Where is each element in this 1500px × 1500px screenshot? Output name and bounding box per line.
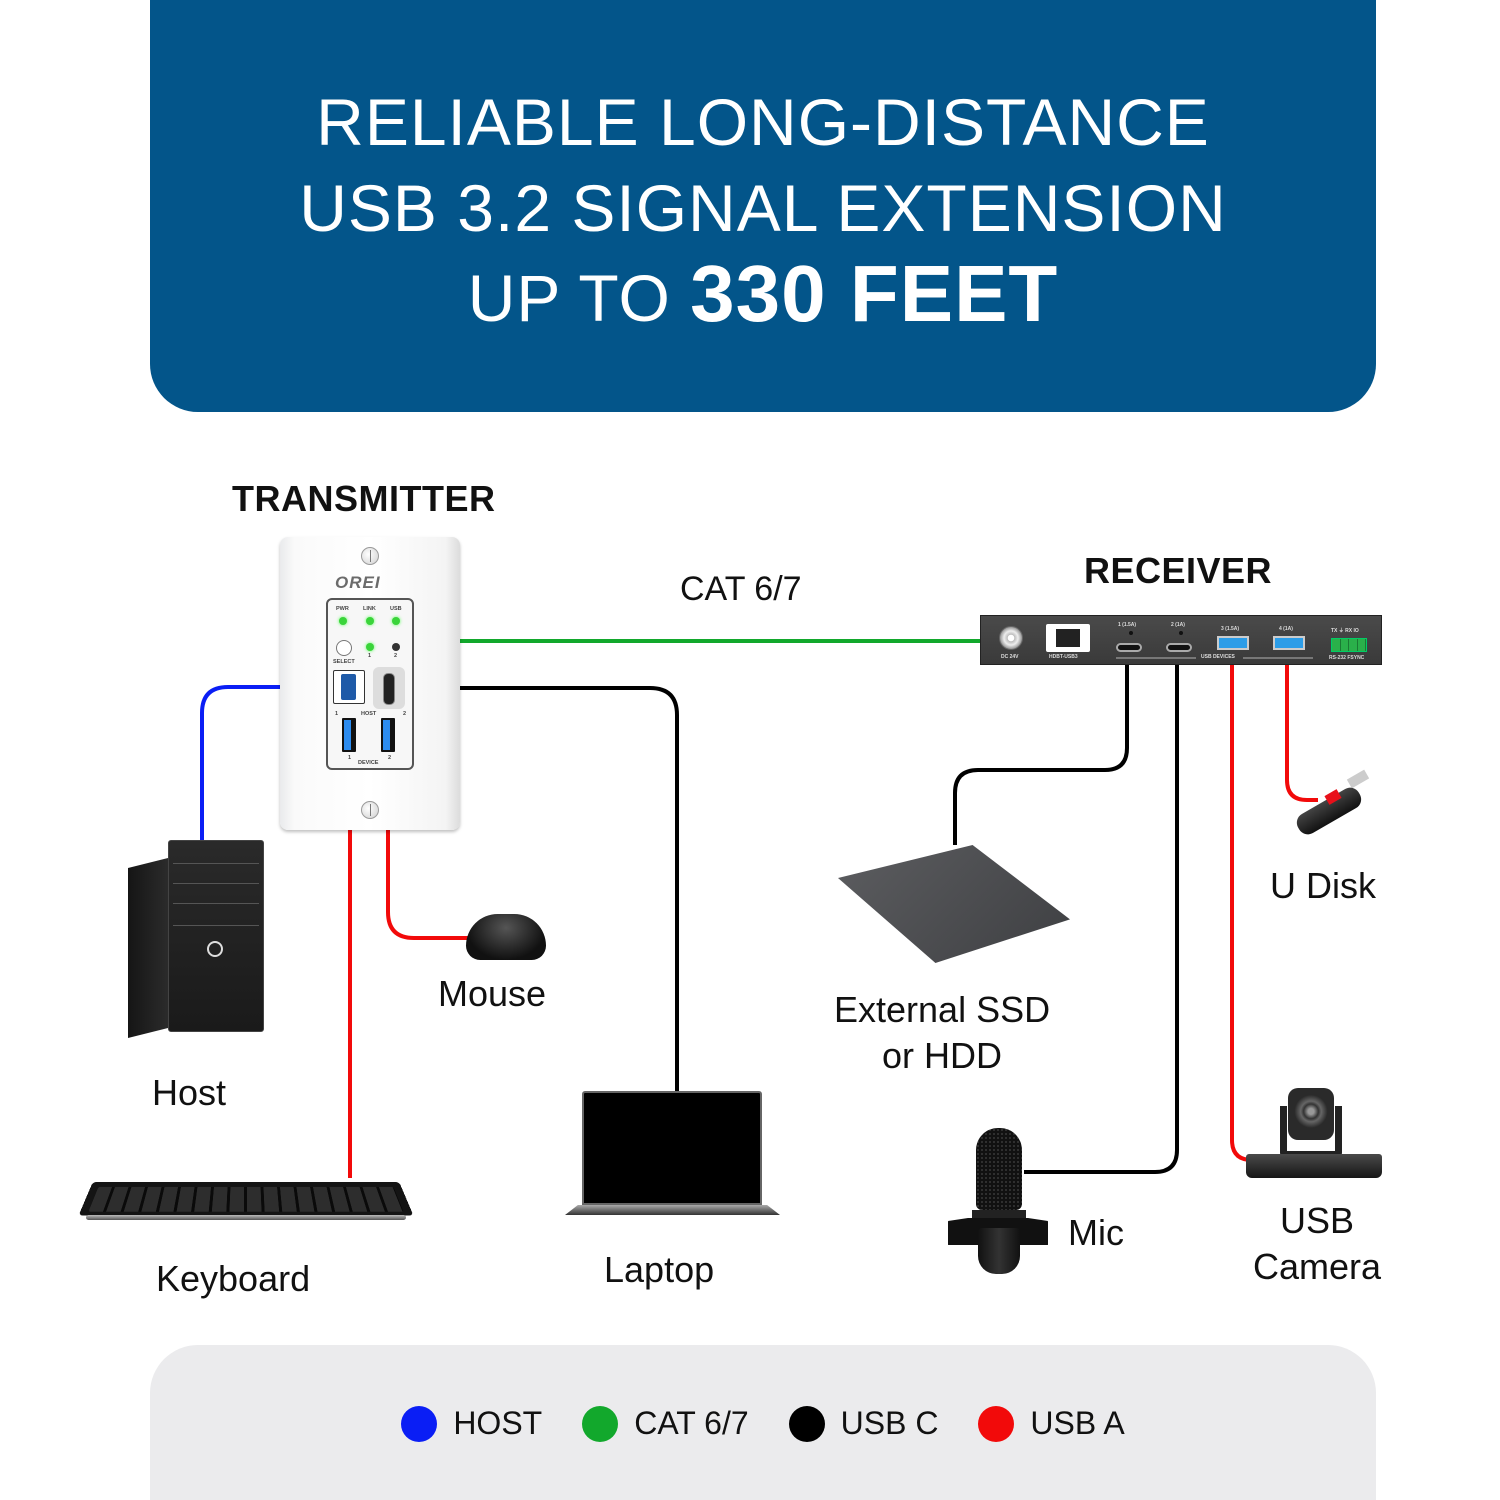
link-led-icon [366, 617, 374, 625]
keyboard-label: Keyboard [156, 1258, 311, 1299]
rj45-port-icon [1046, 624, 1090, 652]
legend: HOST CAT 6/7 USB C USB A [150, 1405, 1376, 1442]
usb-a-port-4-icon [1273, 636, 1305, 650]
hdbt-label: HDBT-USB3 [1049, 654, 1078, 660]
indicator-label-link: LINK [363, 606, 376, 612]
laptop-icon [565, 1091, 780, 1221]
select-label: SELECT [333, 659, 355, 665]
legend-panel: HOST CAT 6/7 USB C USB A [150, 1345, 1376, 1500]
usb-led-icon [392, 617, 400, 625]
wire-mouse [386, 830, 468, 940]
legend-item-host: HOST [401, 1405, 542, 1442]
microphone-icon [948, 1128, 1048, 1276]
device-port-2: 2 [388, 755, 392, 761]
legend-label: HOST [453, 1405, 543, 1441]
usb-a-device-port-1-icon [342, 718, 356, 752]
host1-led-icon [366, 643, 374, 651]
host-select-2: 2 [394, 653, 398, 659]
select-button[interactable] [336, 640, 352, 656]
transmitter-wall-plate: OREI PWR LINK USB SELECT 1 2 1 HOST 2 1 … [280, 537, 460, 830]
legend-label: CAT 6/7 [634, 1405, 749, 1441]
host-port-1: 1 [335, 711, 339, 717]
blue-dot-icon [401, 1405, 438, 1442]
led-pinhole-icon [1179, 631, 1183, 635]
dc-power-jack-icon [999, 626, 1023, 650]
transmitter-panel: PWR LINK USB SELECT 1 2 1 HOST 2 1 DEVIC… [326, 598, 414, 770]
device-port-1: 1 [348, 755, 352, 761]
laptop-label: Laptop [604, 1249, 715, 1290]
usb-c-host-port-icon [373, 667, 405, 709]
legend-item-cat: CAT 6/7 [582, 1405, 749, 1442]
headline-prefix: UP TO [467, 261, 671, 335]
usb-camera-icon [1246, 1088, 1382, 1180]
external-drive-icon [838, 845, 1070, 973]
usb-a-device-port-2-icon [381, 718, 395, 752]
wire-host [200, 685, 280, 840]
host-label: HOST [361, 711, 377, 717]
usb-c-port-1-icon [1116, 643, 1142, 652]
host-pc-icon [128, 840, 264, 1038]
legend-label: USB C [840, 1405, 939, 1441]
usb-devices-bar [1243, 657, 1313, 659]
headline-line-3: UP TO 330 FEET [468, 251, 1059, 341]
host2-led-icon [392, 643, 400, 651]
port-1-label: 1 (1.5A) [1118, 622, 1137, 628]
ssd-label: External SSD or HDD [834, 987, 1050, 1079]
port-3-label: 3 (1.5A) [1221, 626, 1240, 632]
wire-camera [1230, 665, 1253, 1162]
transmitter-title: TRANSMITTER [232, 478, 496, 519]
usb-devices-bar [1116, 657, 1196, 659]
wire-ssd [953, 665, 1129, 845]
ssd-label-line-1: External SSD [834, 989, 1051, 1030]
black-dot-icon [788, 1405, 825, 1442]
wire-laptop [460, 686, 679, 1091]
camera-label-line-1: USB [1279, 1200, 1355, 1241]
ssd-label-line-2: or HDD [882, 1035, 1003, 1076]
brand-logo: OREI [335, 573, 381, 592]
usb-c-port-2-icon [1166, 643, 1192, 652]
screw-icon [361, 547, 379, 565]
red-dot-icon [978, 1405, 1015, 1442]
terminal-block-icon [1331, 638, 1367, 652]
headline-line-2: USB 3.2 SIGNAL EXTENSION [299, 171, 1227, 245]
headline-line-1: RELIABLE LONG-DISTANCE [316, 85, 1210, 159]
port-2-label: 2 (1A) [1171, 622, 1185, 628]
usb-a-port-3-icon [1217, 636, 1249, 650]
mouse-label: Mouse [438, 973, 547, 1014]
mic-label: Mic [1068, 1212, 1124, 1253]
legend-label: USB A [1030, 1405, 1125, 1441]
led-pinhole-icon [1129, 631, 1133, 635]
indicator-label-usb: USB [390, 606, 402, 612]
host-select-1: 1 [368, 653, 372, 659]
legend-item-usba: USB A [978, 1405, 1125, 1442]
headline-distance: 330 FEET [690, 249, 1059, 338]
port-4-label: 4 (1A) [1279, 626, 1293, 632]
usb-devices-label: USB DEVICES [1201, 654, 1235, 660]
camera-label: USB Camera [1242, 1198, 1392, 1290]
receiver-title: RECEIVER [1084, 550, 1273, 591]
green-dot-icon [582, 1405, 619, 1442]
host-label: Host [152, 1072, 227, 1113]
headline-banner: RELIABLE LONG-DISTANCE USB 3.2 SIGNAL EX… [150, 0, 1376, 412]
camera-label-line-2: Camera [1252, 1246, 1382, 1287]
device-label: DEVICE [358, 760, 379, 766]
indicator-label-pwr: PWR [336, 606, 349, 612]
legend-item-usbc: USB C [788, 1405, 939, 1442]
pwr-led-icon [339, 617, 347, 625]
power-label: DC 24V [1001, 654, 1019, 660]
usb-b-host-port-icon [333, 670, 365, 704]
screw-icon [361, 801, 379, 819]
receiver-unit: DC 24V HDBT-USB3 1 (1.5A) 2 (1A) 3 (1.5A… [980, 615, 1382, 665]
mouse-icon [466, 914, 546, 960]
rs232-label: RS-232 FSYNC [1329, 655, 1365, 661]
host-port-2: 2 [403, 711, 407, 717]
keyboard-icon [78, 1175, 414, 1223]
udisk-label: U Disk [1270, 865, 1376, 906]
rs232-pin-labels: TX ⏚ RX IO [1331, 628, 1359, 634]
usb-flash-drive-icon [1290, 769, 1376, 846]
cable-label: CAT 6/7 [680, 570, 802, 608]
